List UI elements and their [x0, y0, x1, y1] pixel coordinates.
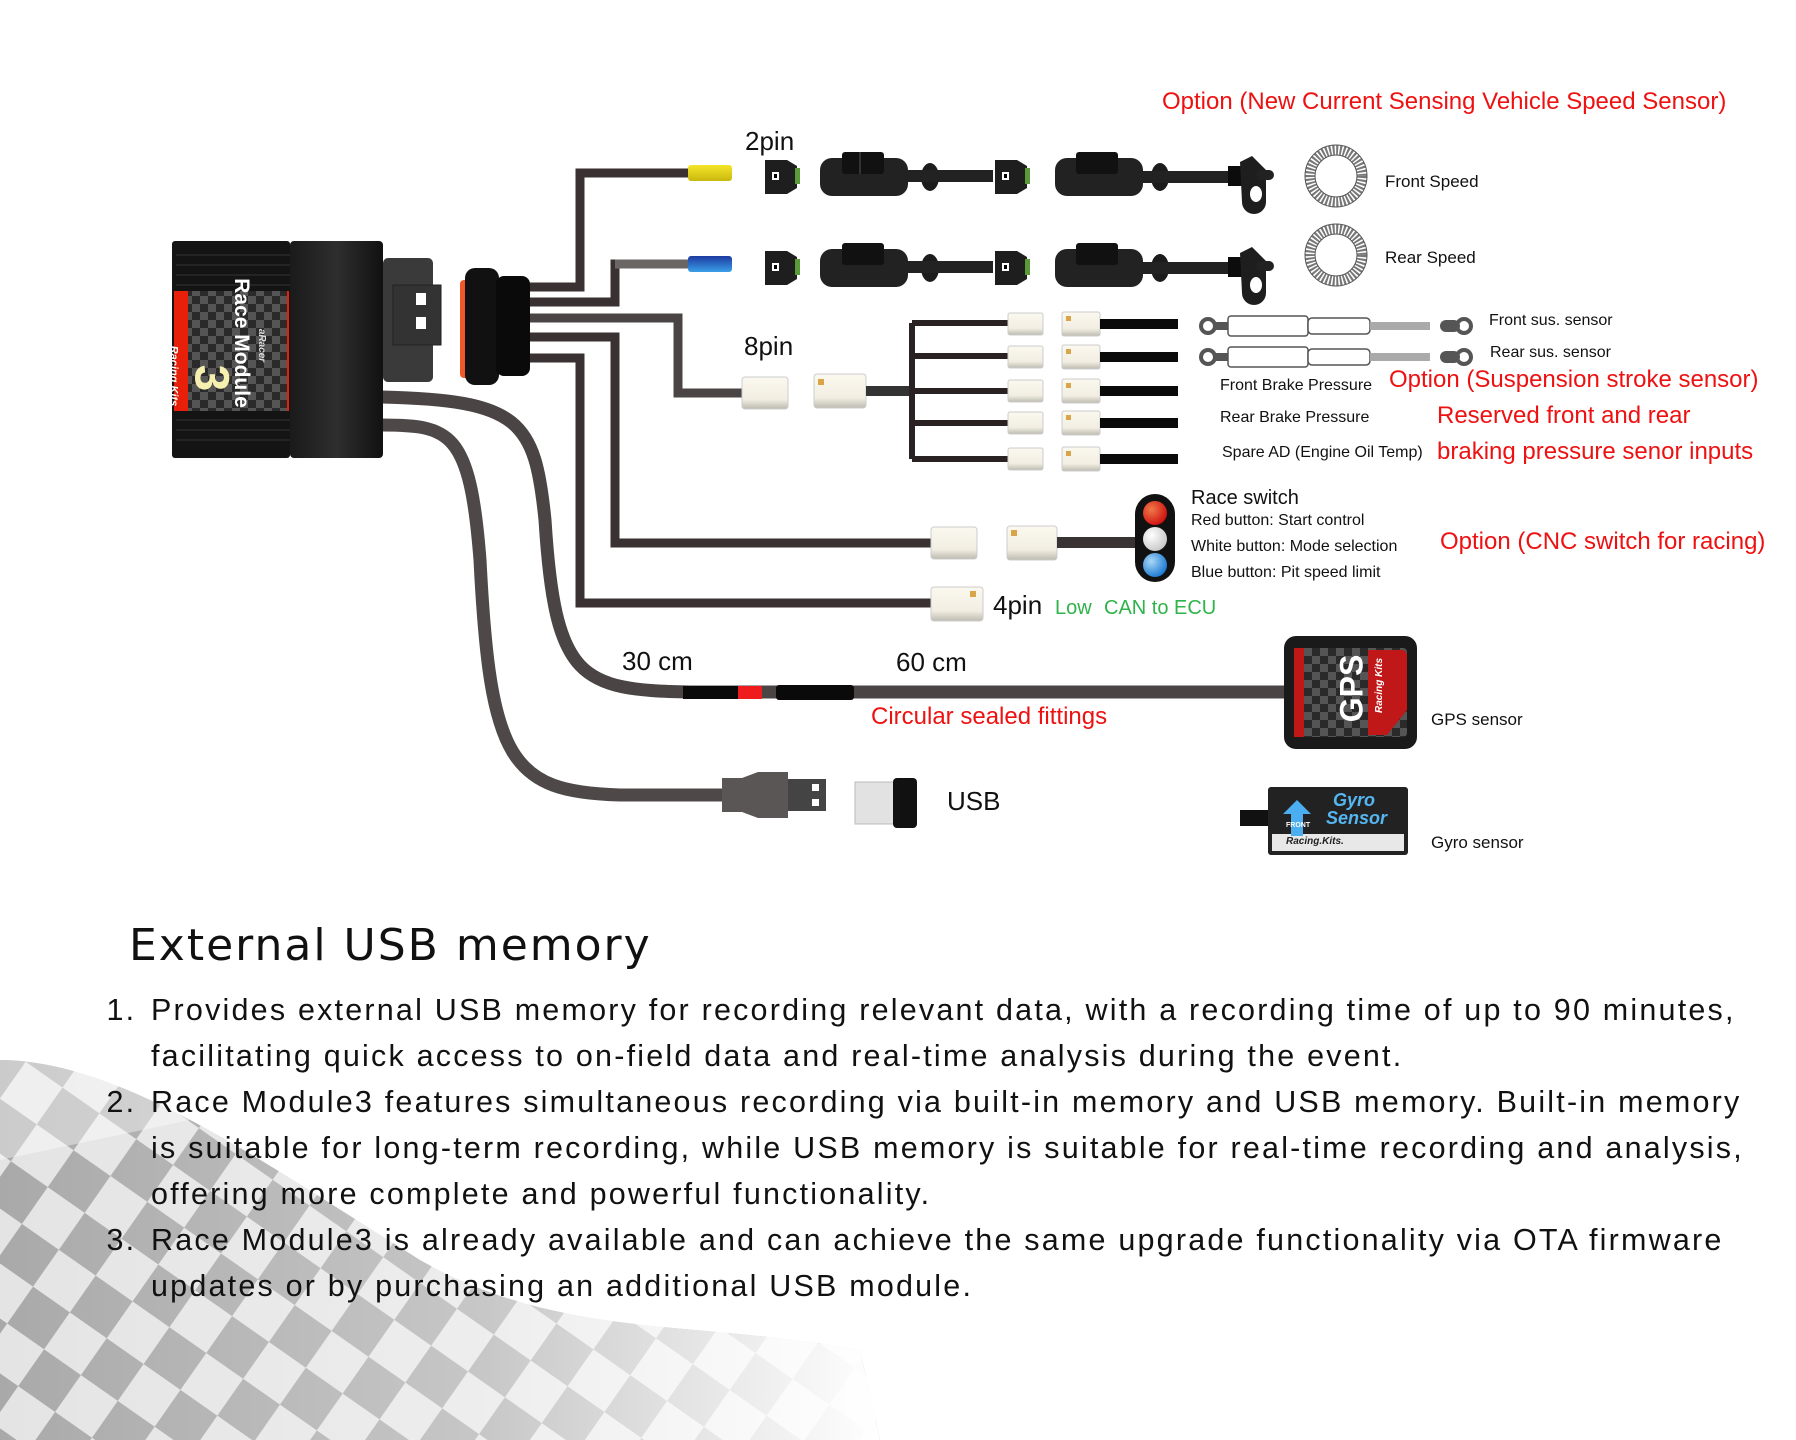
harness-wires [530, 168, 935, 608]
label-front-brake: Front Brake Pressure [1220, 377, 1373, 394]
branch-connectors [1007, 311, 1178, 472]
label-60cm: 60 cm [896, 647, 967, 677]
sus-option-note: Option (Suspension stroke sensor) [1389, 366, 1759, 393]
gps-device-badge: Racing Kits [1374, 657, 1386, 714]
label-rear-brake: Rear Brake Pressure [1220, 409, 1370, 426]
splitter-branches [909, 320, 1010, 462]
usb-memory-section: External USB memory Provides external US… [125, 920, 1745, 1309]
race-switch-icon [1135, 494, 1175, 582]
brake-reserved-note-2: braking pressure senor inputs [1437, 438, 1754, 465]
module-badge: Racing Kits [167, 345, 180, 407]
gyro-device-badge: Racing.Kits. [1286, 836, 1344, 847]
label-gps-sensor: GPS sensor [1431, 710, 1523, 729]
suspension-sensor-front-icon [1199, 315, 1473, 337]
module-number: 3 [184, 364, 238, 392]
usb-stick-icon [854, 778, 917, 828]
label-front-speed: Front Speed [1385, 172, 1479, 191]
label-red-button: Red button: Start control [1191, 512, 1365, 529]
gps-device-text: GPS [1333, 654, 1370, 723]
rear-speed-assembly [765, 243, 1274, 305]
cnc-option-note: Option (CNC switch for racing) [1440, 528, 1766, 555]
feature-list: Provides external USB memory for recordi… [125, 987, 1745, 1309]
connector-race-switch [930, 525, 1137, 561]
label-blue-button: Blue button: Pit speed limit [1191, 564, 1381, 581]
front-speed-assembly [765, 152, 1274, 214]
gyro-device-text-2: Sensor [1326, 808, 1388, 828]
label-front-sus: Front sus. sensor [1489, 312, 1613, 329]
module-brand: aRacer [256, 328, 268, 363]
gyro-device-text-1: Gyro [1333, 790, 1376, 810]
gyro-device-icon [1240, 787, 1408, 855]
tone-ring-rear-icon [1304, 223, 1368, 287]
label-30cm: 30 cm [622, 646, 693, 676]
suspension-sensor-rear-icon [1199, 346, 1473, 368]
label-usb: USB [947, 786, 1001, 816]
wire-8pin [530, 313, 742, 398]
usb-plug-icon [722, 772, 826, 818]
label-rear-sus: Rear sus. sensor [1490, 344, 1611, 361]
tone-ring-front-icon [1304, 144, 1368, 208]
yellow-tag [688, 165, 732, 181]
wire-race-switch [530, 332, 935, 548]
label-4pin: 4pin [993, 590, 1043, 620]
label-race-switch: Race switch [1191, 487, 1299, 509]
checkered-flag-background [0, 1060, 880, 1440]
wire-front-speed [530, 168, 700, 292]
circular-fittings [683, 685, 854, 700]
label-gyro-sensor: Gyro sensor [1431, 833, 1524, 852]
label-rear-speed: Rear Speed [1385, 248, 1476, 267]
blue-tag [688, 256, 732, 272]
speed-option-note: Option (New Current Sensing Vehicle Spee… [1162, 88, 1727, 115]
feature-item: Provides external USB memory for recordi… [147, 987, 1745, 1079]
gps-device-icon [1284, 636, 1417, 749]
cable-gps [379, 390, 1290, 699]
label-8pin: 8pin [744, 331, 794, 361]
race-module-device [172, 241, 442, 458]
label-can-low: Low [1055, 597, 1092, 619]
label-white-button: White button: Mode selection [1191, 538, 1398, 555]
harness-connector-boot [460, 268, 530, 385]
brake-reserved-note-1: Reserved front and rear [1437, 402, 1691, 429]
connector-4pin [930, 586, 984, 622]
gyro-device-front: FRONT [1286, 822, 1311, 829]
feature-item: Race Module3 is already available and ca… [147, 1217, 1745, 1309]
section-title: External USB memory [129, 920, 652, 971]
connector-8pin [741, 373, 914, 410]
feature-item: Race Module3 features simultaneous recor… [147, 1079, 1745, 1217]
label-spare-ad: Spare AD (Engine Oil Temp) [1222, 444, 1423, 461]
label-2pin: 2pin [745, 126, 795, 156]
cable-usb [379, 418, 740, 802]
speed-sensor-assemblies [765, 152, 1274, 305]
circular-fittings-note: Circular sealed fittings [871, 703, 1108, 730]
label-can-ecu: CAN to ECU [1104, 597, 1217, 619]
